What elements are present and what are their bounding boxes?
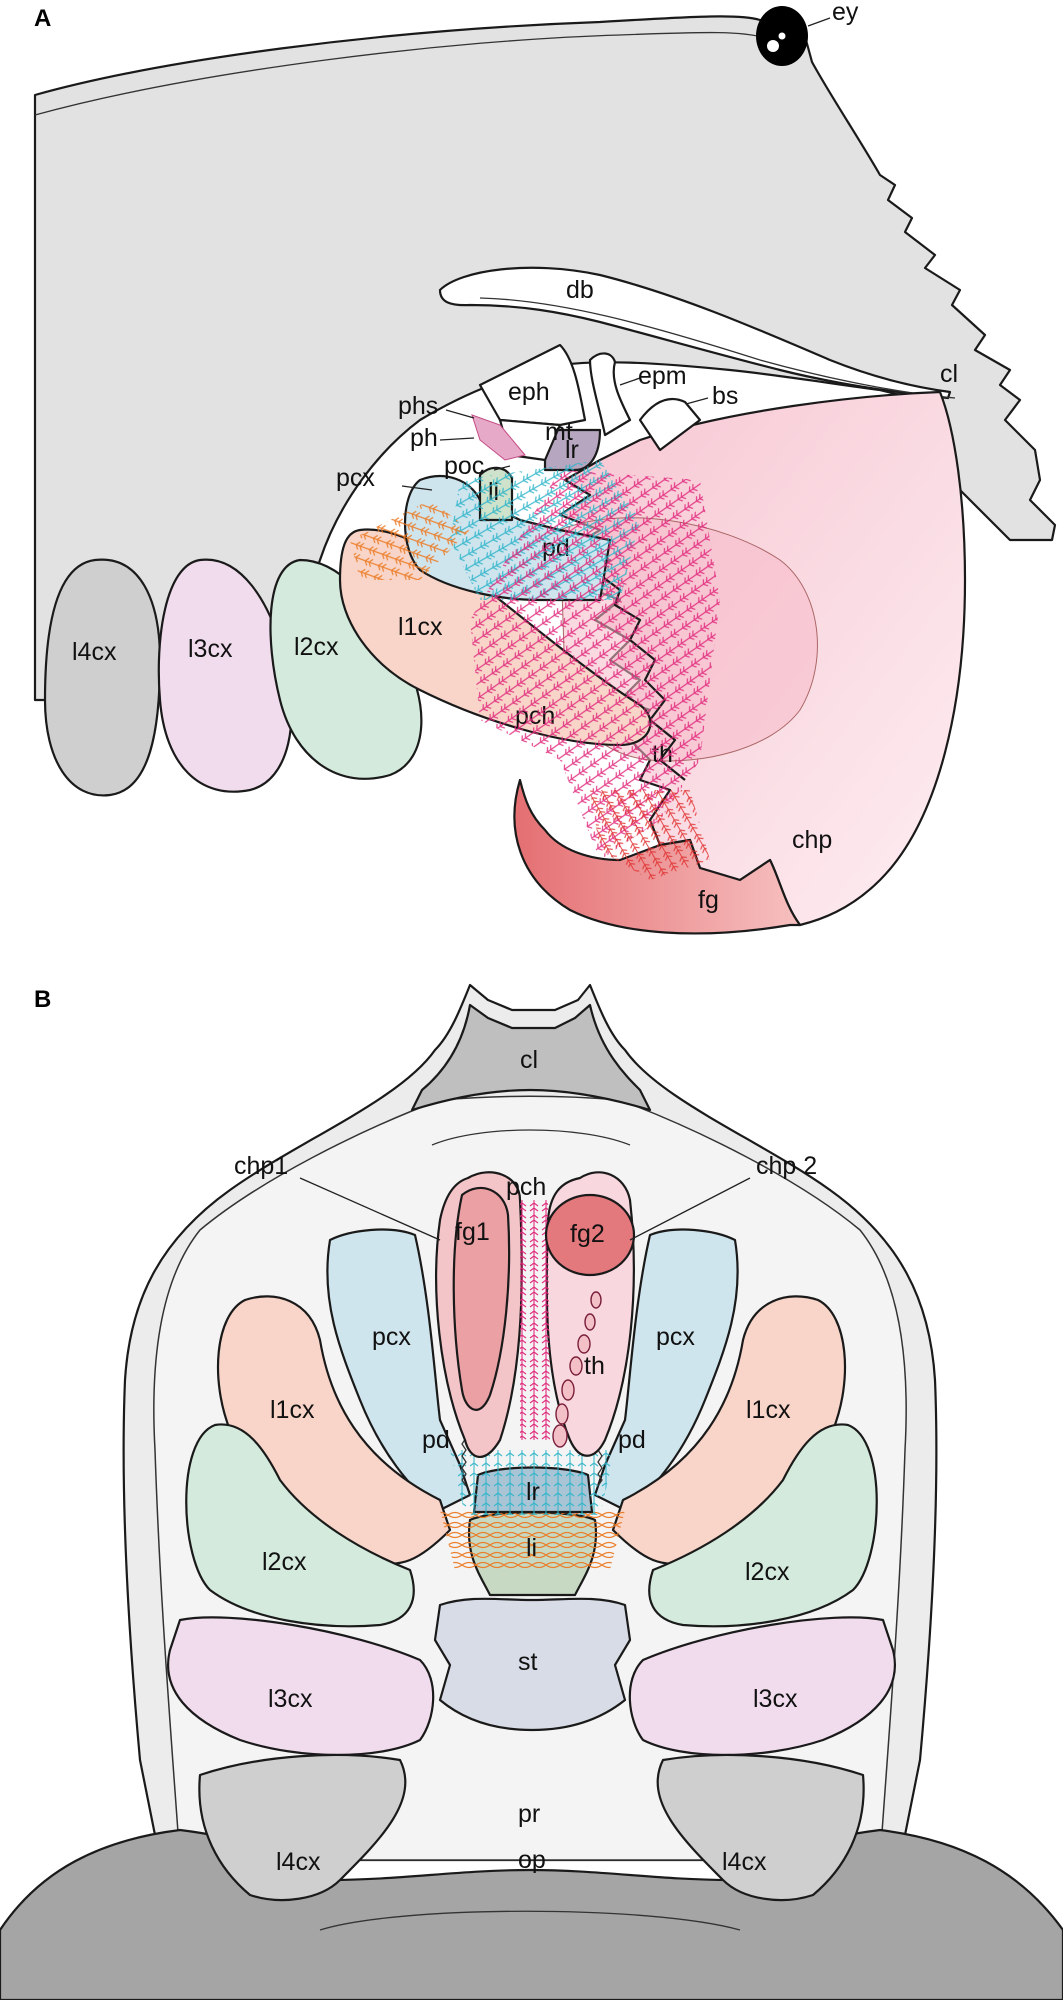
chp1-leader [299, 1177, 441, 1241]
label-b-pr: pr [518, 1800, 540, 1828]
label-ey: ey [832, 0, 859, 26]
phs-leader [445, 409, 475, 419]
setae-cyan-lr [450, 1450, 615, 1515]
clypeus-arc [431, 1129, 631, 1146]
label-fg: fg [698, 886, 719, 914]
carapace-edge [34, 31, 771, 116]
label-lr: lr [565, 436, 579, 464]
label-l3cx: l3cx [188, 635, 233, 663]
label-pcx: pcx [336, 464, 375, 492]
label-l4cx: l4cx [72, 638, 117, 666]
label-b-pch: pch [506, 1173, 546, 1201]
ey-leader [807, 17, 831, 27]
panel-b: B cl pcx pcx l1cx l1cx l2cx l2cx l3cx l3… [0, 983, 1063, 2000]
label-b-l1cx-right: l1cx [746, 1396, 791, 1424]
label-b-l3cx-right: l3cx [753, 1685, 798, 1713]
label-b-chp1: chp1 [234, 1152, 288, 1180]
eye [756, 6, 808, 66]
fang-left [452, 1186, 511, 1411]
label-b-lr: lr [526, 1478, 540, 1506]
leg3-coxa [157, 558, 293, 793]
label-eph: eph [508, 378, 550, 406]
operculum-fold [319, 1910, 741, 1931]
label-b-th: th [584, 1352, 605, 1380]
leg4-coxa-left [198, 1753, 407, 1902]
panel-a: A ey db cl fg chp th l4cx [33, 0, 1057, 935]
leg4-coxa-right [656, 1753, 865, 1902]
fang-right-tip [544, 1193, 636, 1277]
epipharyngeal-sclerite [478, 343, 587, 427]
teeth-row [552, 1291, 602, 1448]
sternum [433, 1597, 632, 1732]
label-mt: mt [545, 418, 573, 446]
bs-leader [685, 397, 709, 405]
label-b-pcx-left: pcx [372, 1323, 411, 1351]
label-l2cx: l2cx [294, 633, 339, 661]
label-b-op: op [518, 1846, 546, 1874]
setae-orange-li [440, 1510, 625, 1570]
panel-a-letter: A [34, 5, 51, 32]
setae-red-pa [590, 790, 710, 880]
label-ph: ph [410, 424, 438, 452]
epistome [588, 352, 632, 437]
label-b-pd-left: pd [422, 1426, 450, 1454]
label-b-l4cx-right: l4cx [722, 1848, 767, 1876]
leg1-coxa-left [216, 1295, 452, 1565]
label-poc: poc [444, 452, 484, 480]
leg3-coxa-right [628, 1616, 896, 1757]
leg2-coxa-right [648, 1423, 878, 1628]
basal-sclerite [638, 397, 702, 452]
label-b-l3cx-left: l3cx [268, 1685, 313, 1713]
setae-magenta-pa [470, 470, 720, 860]
label-b-pcx-right: pcx [656, 1323, 695, 1351]
label-b-cl: cl [520, 1046, 538, 1074]
leg2-coxa-left [185, 1423, 415, 1628]
clypeus [410, 1003, 652, 1112]
label-b-st: st [518, 1648, 538, 1676]
label-b-l4cx-left: l4cx [276, 1848, 321, 1876]
poc-leader [493, 465, 511, 471]
label-b-fg2: fg2 [570, 1220, 605, 1248]
db-fold [479, 297, 956, 399]
label-b-l1cx-left: l1cx [270, 1396, 315, 1424]
ph-leader [439, 437, 475, 441]
label-l1cx: l1cx [398, 613, 443, 641]
label-cl: cl [940, 360, 958, 388]
label-db: db [566, 276, 594, 304]
label-phs: phs [398, 392, 438, 420]
leg1-coxa-right [611, 1295, 847, 1565]
label-b-l2cx-left: l2cx [262, 1548, 307, 1576]
label-b-li: li [526, 1534, 537, 1562]
pcx-leader [401, 485, 433, 491]
leg4-coxa [43, 558, 162, 797]
setae-red-chp [520, 1200, 550, 1440]
label-b-chp2: chp 2 [756, 1152, 817, 1180]
label-b-l2cx-right: l2cx [745, 1558, 790, 1586]
panel-b-letter: B [34, 986, 51, 1013]
label-b-fg1: fg1 [455, 1218, 490, 1246]
label-b-pd-right: pd [618, 1426, 646, 1454]
label-bs: bs [712, 382, 738, 410]
label-chp: chp [792, 826, 832, 854]
leg3-coxa-left [167, 1616, 435, 1757]
pharynx [471, 414, 526, 461]
setae-orange-pa [350, 500, 470, 580]
label-epm: epm [638, 362, 687, 390]
epm-leader [619, 377, 641, 386]
chp2-leader [629, 1177, 751, 1241]
